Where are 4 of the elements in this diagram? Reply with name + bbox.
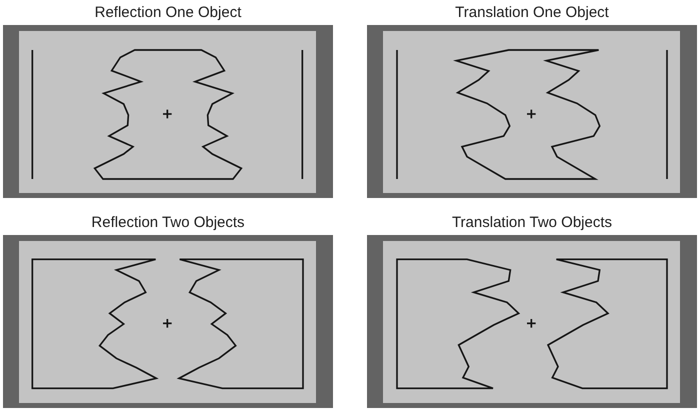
- panel-title: Reflection One Object: [94, 4, 242, 22]
- panel-title: Translation One Object: [455, 4, 609, 22]
- panel-title: Reflection Two Objects: [91, 214, 245, 232]
- panel-title: Translation Two Objects: [452, 214, 612, 232]
